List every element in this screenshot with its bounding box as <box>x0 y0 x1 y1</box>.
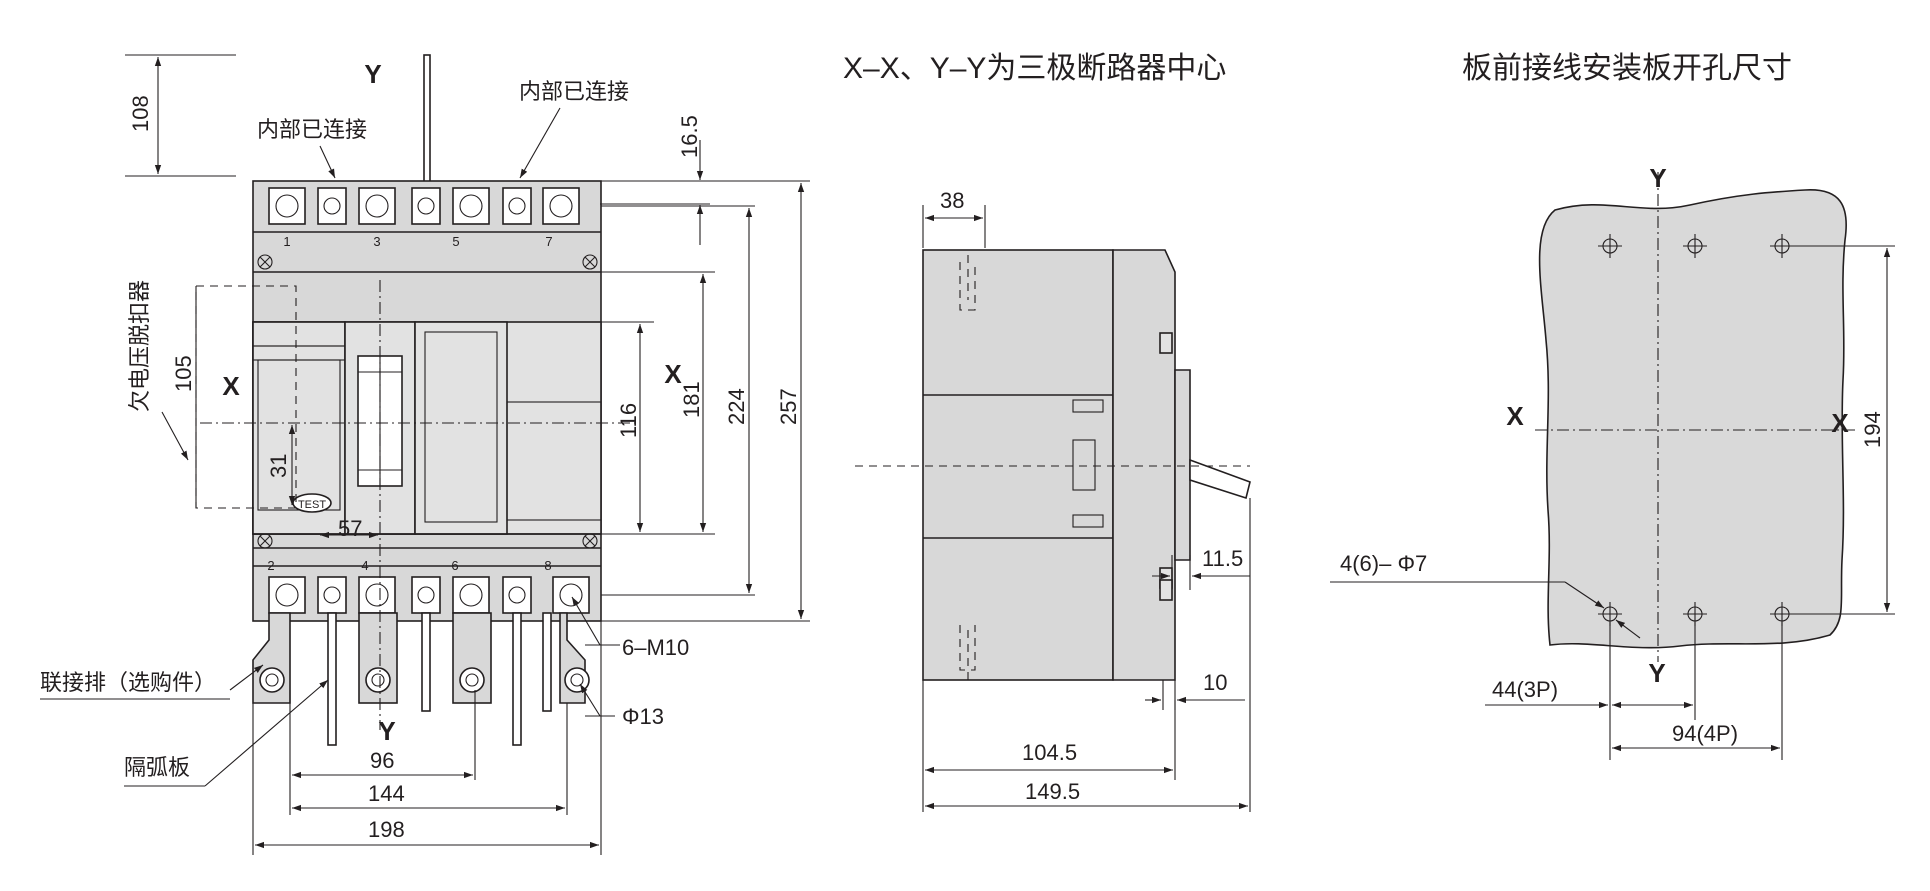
dim-105: 105 <box>171 355 196 392</box>
label-busbar: 联接排（选购件） <box>40 670 216 695</box>
bottom-terminals <box>252 576 590 746</box>
terminal-3: 3 <box>373 234 380 249</box>
mount-screws <box>257 254 598 549</box>
dim-149-5: 149.5 <box>1025 779 1080 804</box>
dim-194: 194 <box>1860 411 1885 448</box>
test-button-label: TEST <box>298 499 326 511</box>
front-x-right: X <box>664 359 682 389</box>
dim-257: 257 <box>776 388 801 425</box>
dim-104-5: 104.5 <box>1022 740 1077 765</box>
panel-y-bottom: Y <box>1648 658 1665 688</box>
dim-11-5: 11.5 <box>1202 546 1243 571</box>
top-terminals <box>268 187 580 225</box>
dim-181: 181 <box>679 381 704 418</box>
terminal-5: 5 <box>452 234 459 249</box>
terminal-2: 2 <box>267 558 274 573</box>
front-x-left: X <box>222 371 240 401</box>
front-view: 1 3 5 7 2 4 6 <box>40 54 810 855</box>
terminal-7: 7 <box>545 234 552 249</box>
dim-holes: 4(6)– Φ7 <box>1340 551 1427 576</box>
top-rod <box>423 54 431 186</box>
dim-94-4p: 94(4P) <box>1672 721 1738 746</box>
dim-6-m10: 6–M10 <box>622 635 689 660</box>
panel-y-top: Y <box>1649 163 1666 193</box>
dim-96: 96 <box>370 748 394 773</box>
dim-44-3p: 44(3P) <box>1492 677 1558 702</box>
panel-x-right: X <box>1831 408 1849 438</box>
mounting-plate <box>1538 189 1847 649</box>
label-arc-barrier: 隔弧板 <box>124 755 190 780</box>
dim-10: 10 <box>1203 670 1227 695</box>
label-internal-connected-right: 内部已连接 <box>519 79 629 104</box>
panel-cutout-title: 板前接线安装板开孔尺寸 <box>1462 52 1792 85</box>
panel-cutout-view: Y X X Y 194 4(6)– Φ7 44(3P) 94(4P) <box>1330 163 1895 760</box>
dim-198: 198 <box>368 817 405 842</box>
dim-57: 57 <box>338 516 362 541</box>
front-y-top: Y <box>364 59 381 89</box>
dim-31: 31 <box>266 454 291 478</box>
dim-108: 108 <box>128 95 153 132</box>
side-view-title: X–X、Y–Y为三极断路器中心 <box>843 52 1226 85</box>
panel-x-left: X <box>1506 401 1524 431</box>
terminal-6: 6 <box>451 558 458 573</box>
dim-144: 144 <box>368 781 405 806</box>
front-y-bottom: Y <box>378 716 395 746</box>
label-undervoltage-release: 欠电压脱扣器 <box>127 280 152 412</box>
side-view: 38 11.5 10 104.5 149.5 <box>855 188 1251 812</box>
dim-phi-13: Φ13 <box>622 704 664 729</box>
terminal-4: 4 <box>361 558 368 573</box>
dim-38: 38 <box>940 188 964 213</box>
dim-116: 116 <box>616 403 641 438</box>
terminal-1: 1 <box>283 234 290 249</box>
dim-224: 224 <box>724 388 749 425</box>
terminal-8: 8 <box>544 558 551 573</box>
dim-16-5: 16.5 <box>677 115 702 158</box>
label-internal-connected-left: 内部已连接 <box>257 117 367 142</box>
